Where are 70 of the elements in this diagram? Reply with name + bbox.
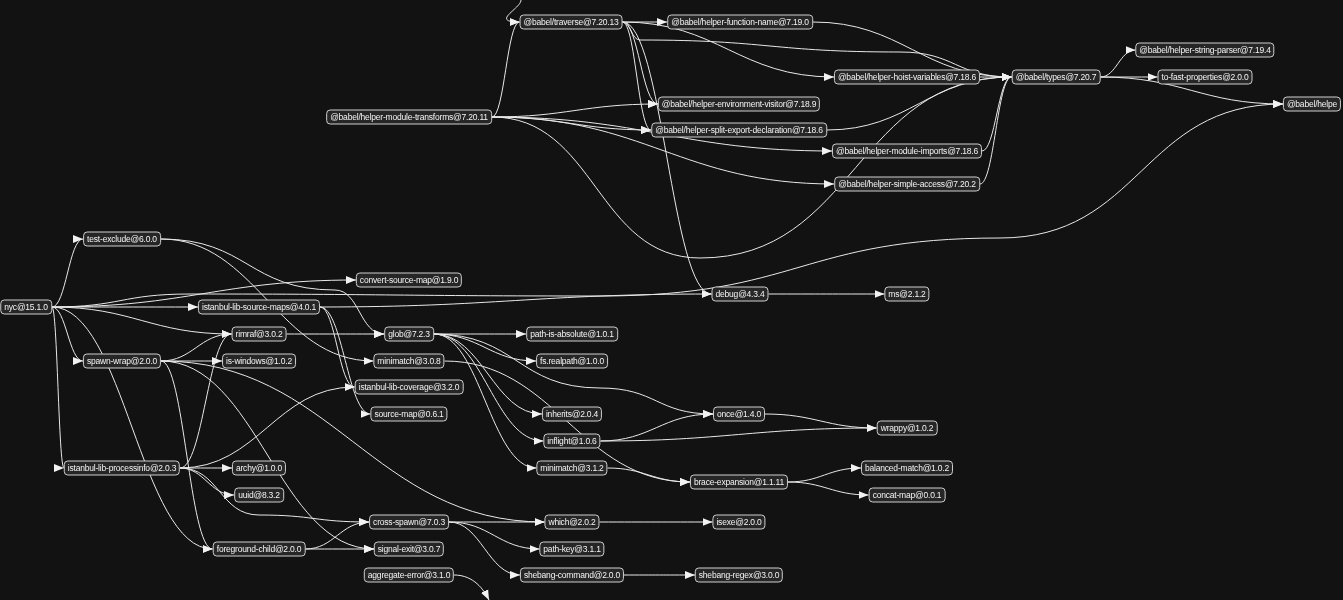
package-node: @babel/helper-split-export-declaration@7.18.6 xyxy=(651,122,827,138)
arrow xyxy=(491,100,659,118)
package-node: @babel/helper-hoist-variables@7.18.6 xyxy=(833,69,981,85)
package-node: once@1.4.0 xyxy=(713,406,765,422)
package-node: @babel/helper-function-name@7.19.0 xyxy=(667,14,813,30)
package-node: @babel/types@7.20.7 xyxy=(1011,69,1101,85)
package-node: minimatch@3.1.2 xyxy=(536,460,608,476)
arrow xyxy=(787,464,862,483)
package-node: nyc@15.1.0 xyxy=(0,299,52,315)
arrow xyxy=(319,290,712,308)
package-node: path-key@3.1.1 xyxy=(539,541,605,557)
package-node: foreground-child@2.0.0 xyxy=(212,541,306,557)
package-node: isexe@2.0.0 xyxy=(712,514,766,530)
package-node: istanbul-lib-coverage@3.2.0 xyxy=(354,379,464,395)
package-node: spawn-wrap@2.0.0 xyxy=(82,353,162,369)
arrow xyxy=(51,238,84,308)
package-node: @babel/helper-environment-visitor@7.18.9 xyxy=(657,96,821,112)
package-node: concat-map@0.0.1 xyxy=(868,487,946,503)
arrow xyxy=(623,571,696,579)
package-node: inherits@2.0.4 xyxy=(541,406,603,422)
package-node: brace-expansion@1.1.11 xyxy=(689,474,789,490)
package-node: path-is-absolute@1.0.1 xyxy=(526,326,618,342)
arrow xyxy=(764,413,877,432)
package-node: wrappy@1.0.2 xyxy=(876,420,938,436)
package-node: which@2.0.2 xyxy=(544,514,600,530)
package-node: is-windows@1.0.2 xyxy=(222,353,296,369)
arrow xyxy=(160,238,374,364)
package-node: aggregate-error@3.1.0 xyxy=(363,567,455,583)
package-node: @babel/helper-module-imports@7.18.6 xyxy=(831,143,983,159)
package-node: signal-exit@3.0.7 xyxy=(373,541,445,557)
arrow xyxy=(622,21,652,131)
package-node: @babel/traverse@7.20.13 xyxy=(519,14,623,30)
arrow xyxy=(448,521,521,578)
package-node: source-map@0.6.1 xyxy=(370,406,448,422)
package-node: rimraf@3.0.2 xyxy=(231,326,287,342)
arrow xyxy=(607,467,691,486)
package-node: minimatch@3.0.8 xyxy=(373,353,445,369)
arrow xyxy=(787,481,869,499)
arrow xyxy=(305,545,375,553)
package-node: test-exclude@6.0.0 xyxy=(83,231,161,247)
arrow xyxy=(599,518,713,526)
package-node: @babel/helper-string-parser@7.19.4 xyxy=(1135,42,1275,58)
package-node: uuid@8.3.2 xyxy=(234,487,284,503)
package-node: istanbul-lib-processinfo@2.0.3 xyxy=(63,460,181,476)
package-node: @babel/helper-simple-access@7.20.2 xyxy=(834,176,980,192)
package-node: istanbul-lib-source-maps@4.0.1 xyxy=(197,299,321,315)
package-node: archy@1.0.0 xyxy=(231,460,287,476)
package-node: @babel/helper-module-transforms@7.20.11 xyxy=(326,109,492,125)
package-node: balanced-match@1.0.2 xyxy=(861,460,953,476)
arrow xyxy=(319,306,355,388)
package-node: inflight@1.0.6 xyxy=(543,433,601,449)
package-node: debug@4.3.4 xyxy=(711,286,769,302)
package-node: shebang-command@2.0.0 xyxy=(519,567,625,583)
package-node: glob@7.2.3 xyxy=(384,326,434,342)
arrow xyxy=(286,330,385,338)
package-node: convert-source-map@1.9.0 xyxy=(355,272,463,288)
package-node: cross-spawn@7.0.3 xyxy=(369,514,449,530)
arrow xyxy=(1100,47,1136,78)
arrow xyxy=(179,333,232,469)
arrow xyxy=(622,21,712,295)
arrow xyxy=(305,518,370,550)
package-node: shebang-regex@3.0.0 xyxy=(694,567,784,583)
package-node: ms@2.1.2 xyxy=(884,286,930,302)
arrow xyxy=(979,76,1012,185)
arrow xyxy=(768,290,885,298)
package-node: to-fast-properties@2.0.0 xyxy=(1157,69,1253,85)
package-node: fs.realpath@1.0.0 xyxy=(536,353,608,369)
arrow xyxy=(453,574,490,600)
package-node: @babel/helpe xyxy=(1282,96,1342,112)
arrow xyxy=(491,21,520,118)
